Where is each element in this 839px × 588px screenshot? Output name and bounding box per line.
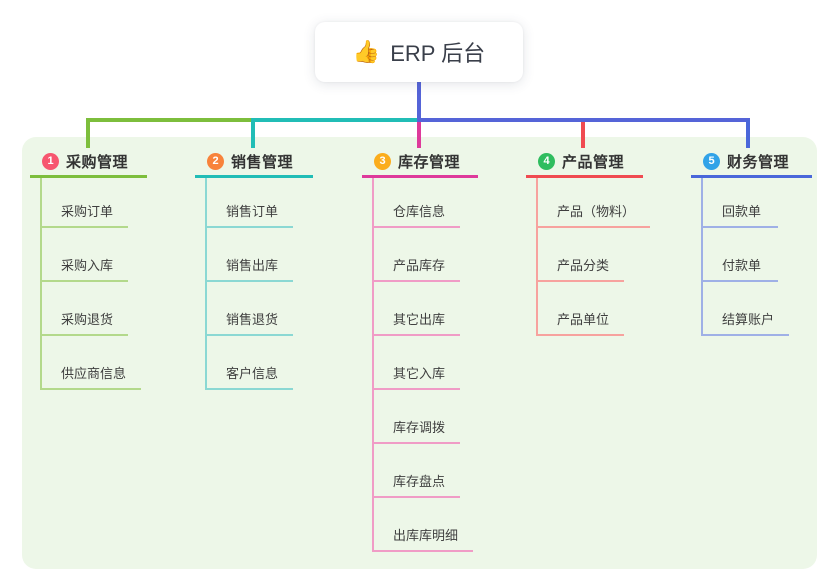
child-node[interactable]: 付款单 <box>701 228 778 282</box>
child-node[interactable]: 产品单位 <box>536 282 625 336</box>
child-node[interactable]: 采购订单 <box>40 178 129 228</box>
child-node[interactable]: 其它入库 <box>372 336 461 390</box>
child-node[interactable]: 销售出库 <box>205 228 294 282</box>
branch-label: 库存管理 <box>398 154 461 171</box>
thumbs-up-icon: 👍 <box>352 39 381 64</box>
branch-label: 财务管理 <box>727 154 790 171</box>
branch-node-2: 2 销售管理 销售订单销售出库销售退货客户信息 <box>195 148 313 390</box>
connector-segment <box>417 122 421 148</box>
branch-children: 采购订单采购入库采购退货供应商信息 <box>40 178 147 390</box>
connector-segment <box>746 120 750 148</box>
branch-header[interactable]: 1 采购管理 <box>30 148 147 178</box>
connector-segment <box>417 82 421 120</box>
child-node[interactable]: 客户信息 <box>205 336 294 390</box>
child-node[interactable]: 其它出库 <box>372 282 461 336</box>
branch-number-badge: 3 <box>374 153 391 170</box>
child-node[interactable]: 采购入库 <box>40 228 129 282</box>
branch-node-4: 4 产品管理 产品（物料）产品分类产品单位 <box>526 148 651 336</box>
child-node[interactable]: 结算账户 <box>701 282 790 336</box>
connector-segment <box>251 120 255 148</box>
root-node[interactable]: 👍 ERP 后台 <box>315 22 523 82</box>
connector-segment <box>86 120 90 148</box>
branch-children: 仓库信息产品库存其它出库其它入库库存调拨库存盘点出库库明细 <box>372 178 478 552</box>
branch-node-1: 1 采购管理 采购订单采购入库采购退货供应商信息 <box>30 148 147 390</box>
child-node[interactable]: 库存调拨 <box>372 390 461 444</box>
child-node[interactable]: 销售退货 <box>205 282 294 336</box>
connector-segment <box>417 118 750 122</box>
branch-header[interactable]: 3 库存管理 <box>362 148 478 178</box>
branch-number-badge: 5 <box>703 153 720 170</box>
child-node[interactable]: 产品（物料） <box>536 178 651 228</box>
branch-label: 产品管理 <box>562 154 625 171</box>
child-node[interactable]: 出库库明细 <box>372 498 474 552</box>
child-node[interactable]: 回款单 <box>701 178 778 228</box>
branch-label: 采购管理 <box>66 154 129 171</box>
branch-header[interactable]: 4 产品管理 <box>526 148 643 178</box>
child-node[interactable]: 库存盘点 <box>372 444 461 498</box>
root-node-label: ERP 后台 <box>390 41 486 66</box>
branch-label: 销售管理 <box>231 154 294 171</box>
child-node[interactable]: 产品库存 <box>372 228 461 282</box>
child-node[interactable]: 销售订单 <box>205 178 294 228</box>
connector-segment <box>86 118 255 122</box>
branch-children: 产品（物料）产品分类产品单位 <box>536 178 651 336</box>
child-node[interactable]: 仓库信息 <box>372 178 461 228</box>
branch-number-badge: 1 <box>42 153 59 170</box>
branch-header[interactable]: 2 销售管理 <box>195 148 313 178</box>
branch-node-5: 5 财务管理 回款单付款单结算账户 <box>691 148 812 336</box>
child-node[interactable]: 产品分类 <box>536 228 625 282</box>
branch-number-badge: 4 <box>538 153 555 170</box>
connector-segment <box>581 122 585 148</box>
branch-node-3: 3 库存管理 仓库信息产品库存其它出库其它入库库存调拨库存盘点出库库明细 <box>362 148 478 552</box>
branch-children: 销售订单销售出库销售退货客户信息 <box>205 178 313 390</box>
branch-header[interactable]: 5 财务管理 <box>691 148 812 178</box>
connector-segment <box>251 118 421 122</box>
branch-number-badge: 2 <box>207 153 224 170</box>
child-node[interactable]: 供应商信息 <box>40 336 142 390</box>
child-node[interactable]: 采购退货 <box>40 282 129 336</box>
branch-children: 回款单付款单结算账户 <box>701 178 812 336</box>
